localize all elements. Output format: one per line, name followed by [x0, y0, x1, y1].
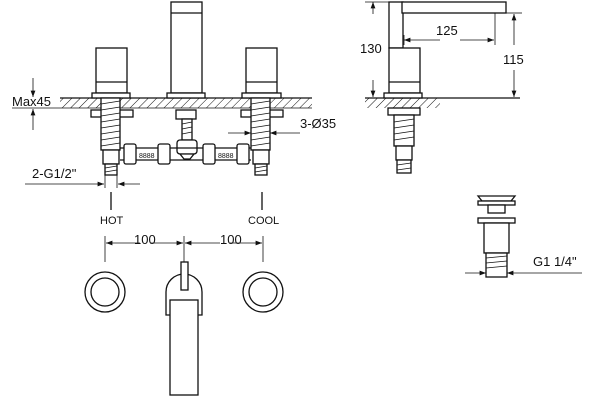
spout-height-label: 115 — [503, 52, 524, 67]
spacing-left-label: 100 — [134, 232, 156, 247]
reach-label: 125 — [436, 23, 458, 38]
svg-text:8888: 8888 — [218, 153, 234, 160]
max-height-label: Max45 — [12, 94, 51, 109]
cool-handle — [240, 47, 284, 176]
spacing-right-label: 100 — [220, 232, 242, 247]
hot-handle — [90, 47, 134, 176]
hot-label: HOT — [100, 215, 124, 227]
svg-text:8888: 8888 — [139, 153, 155, 160]
side-view: 130 125 115 — [360, 1, 524, 174]
plan-view: 100 100 — [84, 232, 284, 396]
inlet-thread-label: 2-G1/2" — [32, 166, 77, 181]
cool-label: COOL — [248, 215, 279, 227]
height-label: 130 — [360, 41, 382, 56]
hole-diameter-label: 3-Ø35 — [300, 116, 336, 131]
pop-up-drain: G1 1/4" — [465, 195, 582, 278]
deck-hatch — [60, 98, 312, 108]
front-view: 8888 8888 Max45 3-Ø35 2-G1/2" HOT COOL — [12, 1, 336, 227]
drain-thread-label: G1 1/4" — [533, 254, 577, 269]
connecting-hoses: 8888 8888 — [120, 143, 251, 165]
spout — [166, 1, 206, 160]
